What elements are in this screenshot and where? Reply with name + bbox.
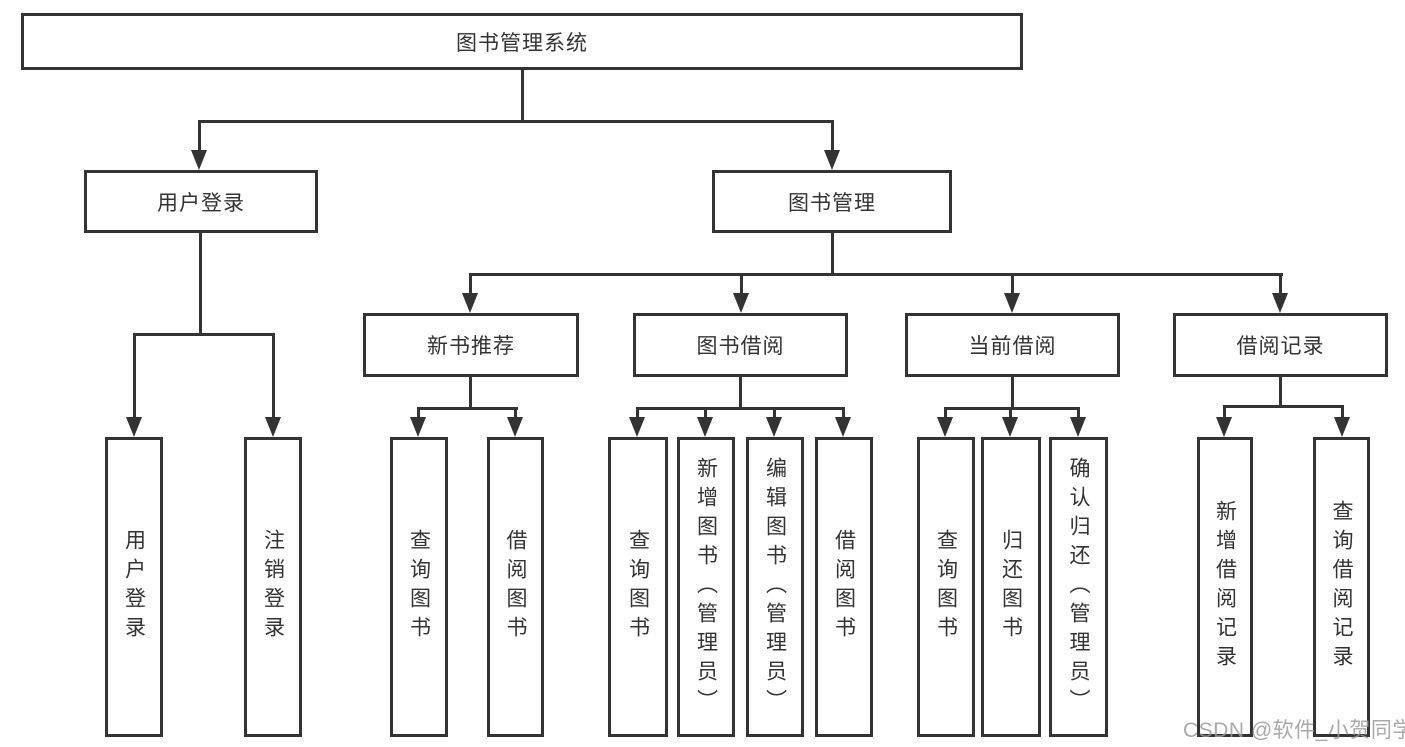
connector-leaf-shaft xyxy=(636,407,639,419)
arrow-down-icon xyxy=(1272,293,1288,313)
node-root: 图书管理系统 xyxy=(21,13,1023,70)
node-borrow-records: 借阅记录 xyxy=(1173,313,1388,377)
leaf-confirm-return-admin-label: 确认归还（管理员） xyxy=(1067,456,1090,718)
leaf-query-books-borrow-label: 查询图书 xyxy=(626,529,650,645)
connector-leaf-shaft xyxy=(133,333,136,419)
connector-level3-shaft xyxy=(1279,273,1282,295)
connector-level2-rail xyxy=(198,120,834,123)
arrow-down-icon xyxy=(507,417,523,437)
node-book-borrow: 图书借阅 xyxy=(633,313,848,377)
connector-leaf-shaft xyxy=(1223,405,1226,419)
connector-leaf-shaft xyxy=(773,407,776,419)
connector-user-login-shaft xyxy=(198,120,201,152)
connector-leaf-shaft xyxy=(514,407,517,419)
connector-drop xyxy=(1279,377,1282,408)
leaf-user-login-label: 用户登录 xyxy=(122,529,146,645)
node-current-borrow-label: 当前借阅 xyxy=(968,335,1057,358)
connector-leaf-shaft xyxy=(842,407,845,419)
connector-rail xyxy=(636,407,845,410)
arrow-down-icon xyxy=(697,417,713,437)
connector-book-mgmt-shaft xyxy=(831,120,834,152)
arrow-down-icon xyxy=(1334,417,1350,437)
node-book-management-label: 图书管理 xyxy=(788,191,876,215)
leaf-logout-login-label: 注销登录 xyxy=(261,529,285,645)
node-user-login-label: 用户登录 xyxy=(157,191,245,215)
connector-leaf-shaft xyxy=(1341,405,1344,419)
leaf-logout-login: 注销登录 xyxy=(244,437,302,737)
leaf-borrow-books-recommend: 借阅图书 xyxy=(487,437,544,737)
arrow-down-icon xyxy=(824,150,840,170)
leaf-add-borrow-record-label: 新增借阅记录 xyxy=(1213,500,1237,674)
arrow-down-icon xyxy=(766,417,782,437)
leaf-user-login: 用户登录 xyxy=(105,437,163,737)
arrow-down-icon xyxy=(126,417,142,437)
connector-user-login-rail xyxy=(133,333,275,336)
node-book-management: 图书管理 xyxy=(712,170,952,233)
connector-drop xyxy=(739,377,742,410)
leaf-query-borrow-record: 查询借阅记录 xyxy=(1313,437,1370,737)
connector-user-login-drop xyxy=(199,233,202,336)
leaf-return-books: 归还图书 xyxy=(981,437,1041,737)
arrow-down-icon xyxy=(1002,417,1018,437)
connector-leaf-shaft xyxy=(272,333,275,419)
node-new-book-recommend-label: 新书推荐 xyxy=(427,335,515,358)
connector-leaf-shaft xyxy=(1009,407,1012,419)
arrow-down-icon xyxy=(937,417,953,437)
connector-rail xyxy=(1223,405,1344,408)
connector-level3-rail xyxy=(469,273,1283,276)
leaf-borrow-books: 借阅图书 xyxy=(815,437,873,737)
connector-drop xyxy=(1011,377,1014,410)
connector-drop xyxy=(469,377,472,410)
leaf-add-books-admin: 新增图书（管理员） xyxy=(677,437,735,737)
connector-book-mgmt-drop xyxy=(831,233,834,276)
csdn-watermark: CSDN @软件_小贺同学 xyxy=(1183,719,1405,742)
node-root-label: 图书管理系统 xyxy=(456,31,588,55)
leaf-borrow-books-recommend-label: 借阅图书 xyxy=(504,529,527,645)
arrow-down-icon xyxy=(1004,293,1020,313)
leaf-query-books-recommend: 查询图书 xyxy=(390,437,448,737)
connector-level3-shaft xyxy=(740,273,743,295)
arrow-down-icon xyxy=(835,417,851,437)
node-user-login: 用户登录 xyxy=(84,170,318,233)
node-new-book-recommend: 新书推荐 xyxy=(363,313,579,377)
leaf-query-books-current-label: 查询图书 xyxy=(934,529,958,645)
leaf-return-books-label: 归还图书 xyxy=(999,529,1023,645)
leaf-add-books-admin-label: 新增图书（管理员） xyxy=(694,456,718,718)
connector-leaf-shaft xyxy=(944,407,947,419)
leaf-query-books-current: 查询图书 xyxy=(917,437,975,737)
node-borrow-records-label: 借阅记录 xyxy=(1236,335,1325,358)
arrow-down-icon xyxy=(410,417,426,437)
leaf-borrow-books-label: 借阅图书 xyxy=(832,529,856,645)
connector-root-drop xyxy=(521,70,524,123)
connector-level3-shaft xyxy=(469,273,472,295)
connector-rail xyxy=(944,407,1080,410)
connector-rail xyxy=(417,407,518,410)
arrow-down-icon xyxy=(629,417,645,437)
arrow-down-icon xyxy=(1216,417,1232,437)
node-current-borrow: 当前借阅 xyxy=(905,313,1120,377)
arrow-down-icon xyxy=(462,293,478,313)
arrow-down-icon xyxy=(1070,417,1086,437)
leaf-add-borrow-record: 新增借阅记录 xyxy=(1197,437,1253,737)
leaf-confirm-return-admin: 确认归还（管理员） xyxy=(1049,437,1108,737)
connector-leaf-shaft xyxy=(704,407,707,419)
arrow-down-icon xyxy=(265,417,281,437)
node-book-borrow-label: 图书借阅 xyxy=(696,335,785,358)
leaf-edit-books-admin-label: 编辑图书（管理员） xyxy=(763,456,787,718)
leaf-edit-books-admin: 编辑图书（管理员） xyxy=(746,437,804,737)
connector-leaf-shaft xyxy=(1077,407,1080,419)
leaf-query-borrow-record-label: 查询借阅记录 xyxy=(1330,500,1353,674)
leaf-query-books-recommend-label: 查询图书 xyxy=(407,529,431,645)
connector-leaf-shaft xyxy=(417,407,420,419)
arrow-down-icon xyxy=(733,293,749,313)
arrow-down-icon xyxy=(191,150,207,170)
connector-level3-shaft xyxy=(1011,273,1014,295)
leaf-query-books-borrow: 查询图书 xyxy=(608,437,668,737)
